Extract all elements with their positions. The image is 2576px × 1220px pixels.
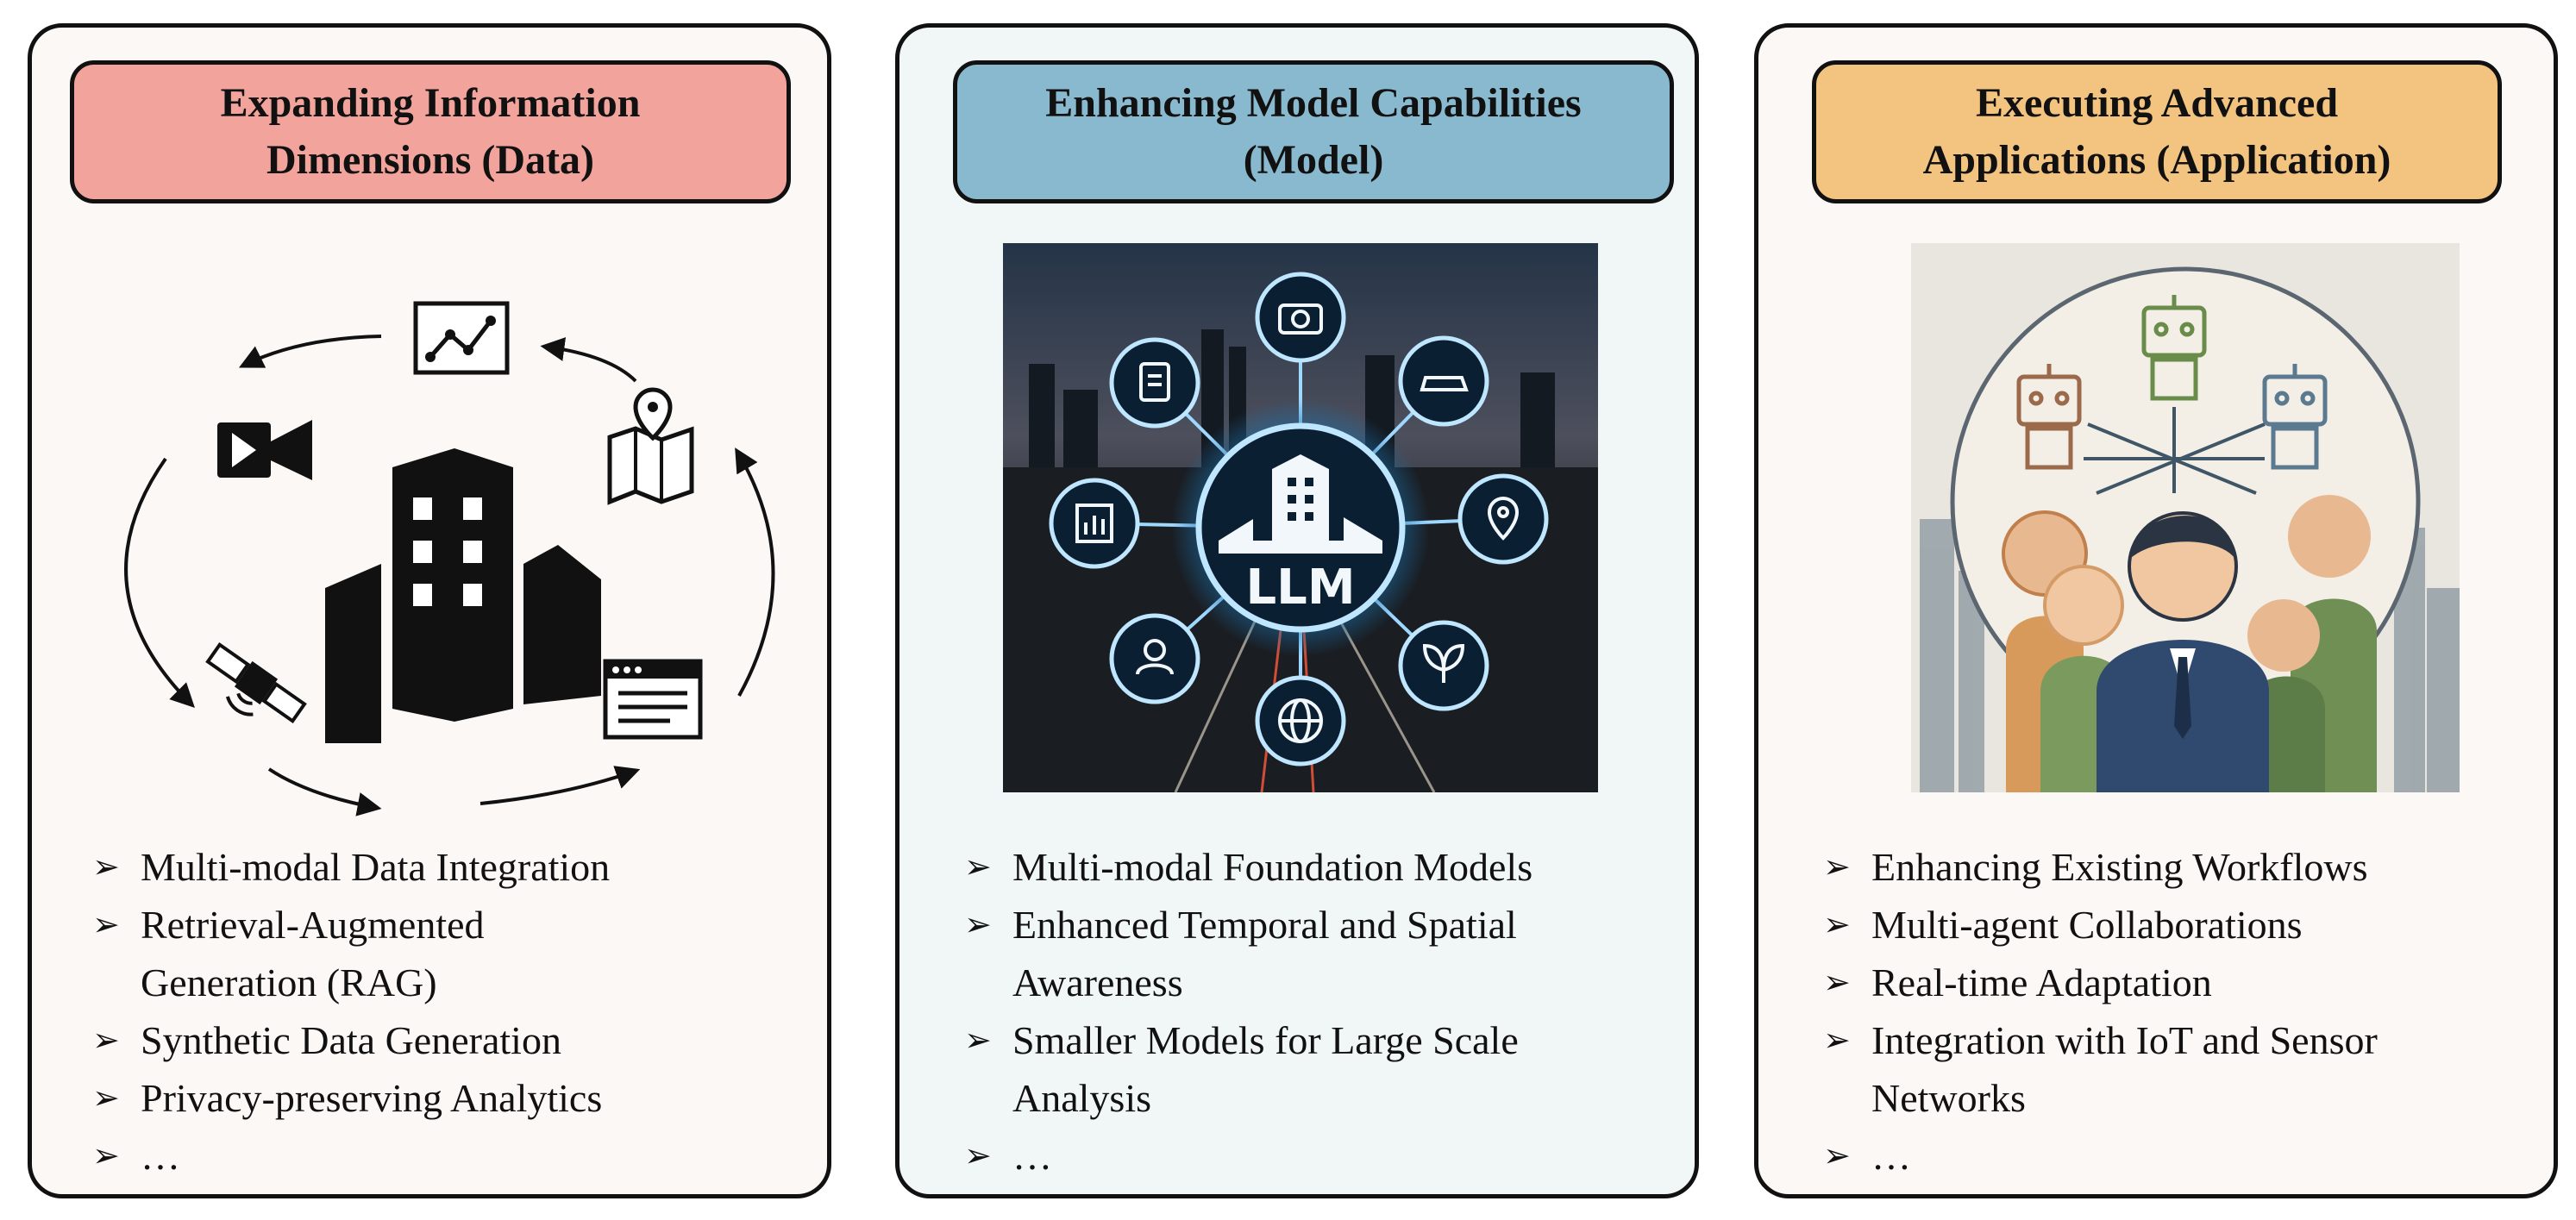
bullet-item: ➢Retrieval-Augmented (92, 903, 485, 947)
application-panel: Executing Advanced Applications (Applica… (1754, 23, 2558, 1198)
globe-icon (1278, 698, 1323, 743)
bar-chart-icon (1075, 504, 1113, 543)
data-bullet-list: ➢Multi-modal Data Integration ➢Retrieval… (92, 838, 610, 1185)
robot-icons (2016, 295, 2328, 470)
line-chart-icon (413, 301, 510, 375)
bullet-item: ➢… (964, 1134, 1052, 1178)
bullet-item: ➢Smaller Models for Large Scale (964, 1018, 1519, 1062)
user-icon (1136, 639, 1174, 675)
camera-icon (1278, 303, 1323, 335)
multi-agent-team-illustration (1911, 243, 2460, 792)
cycle-arrows (124, 335, 775, 816)
model-panel: Enhancing Model Capabilities (Model) (895, 23, 1699, 1198)
bullet-item: ➢Multi-agent Collaborations (1823, 903, 2303, 947)
data-panel: Expanding Information Dimensions (Data) (28, 23, 831, 1198)
bullet-item: ➢Multi-modal Foundation Models (964, 845, 1533, 889)
bullet-item-continuation: Networks (1871, 1076, 2026, 1120)
bullet-item: ➢Enhanced Temporal and Spatial (964, 903, 1517, 947)
robot-icon (2262, 364, 2328, 470)
bullet-item-continuation: Analysis (1012, 1076, 1151, 1120)
leaf-icon (1422, 643, 1465, 683)
city-backdrop (1920, 519, 2460, 792)
document-icon (1139, 362, 1170, 402)
data-title-line-2: Dimensions (Data) (266, 137, 594, 183)
data-cycle-illustration (124, 301, 775, 816)
bullet-item: ➢Enhancing Existing Workflows (1823, 845, 2368, 889)
building-icon (325, 448, 601, 743)
bullet-item: ➢Integration with IoT and Sensor (1823, 1018, 2378, 1062)
bullet-item: ➢Multi-modal Data Integration (92, 845, 611, 889)
browser-window-icon (603, 659, 703, 740)
robot-icon (2141, 295, 2207, 401)
car-icon (1420, 376, 1469, 391)
people-group (2002, 495, 2377, 792)
application-title-line-1: Executing Advanced (1975, 80, 2339, 126)
application-title-line-2: Applications (Application) (1922, 137, 2391, 183)
bullet-item: ➢Synthetic Data Generation (92, 1018, 561, 1062)
bullet-item: ➢Real-time Adaptation (1823, 960, 2212, 1004)
location-pin-icon (1487, 496, 1520, 541)
video-camera-icon (217, 420, 312, 480)
application-bullet-list: ➢Enhancing Existing Workflows ➢Multi-age… (1823, 838, 2378, 1185)
bullet-item: ➢… (92, 1134, 180, 1178)
model-panel-title: Enhancing Model Capabilities (Model) (953, 60, 1674, 203)
model-bullet-list: ➢Multi-modal Foundation Models ➢Enhanced… (964, 838, 1532, 1185)
satellite-icon (205, 641, 307, 724)
model-title-line-2: (Model) (1243, 137, 1384, 183)
application-panel-title: Executing Advanced Applications (Applica… (1812, 60, 2502, 203)
model-title-line-1: Enhancing Model Capabilities (1045, 80, 1582, 126)
map-pin-icon (607, 387, 694, 505)
data-title-line-1: Expanding Information (220, 80, 641, 126)
llm-hub-icon: LLM (1195, 422, 1406, 633)
robot-icon (2016, 364, 2082, 470)
bullet-item-continuation: Awareness (1012, 960, 1183, 1004)
llm-hub-illustration: LLM (1003, 243, 1598, 792)
llm-label: LLM (1245, 560, 1355, 616)
bullet-item-continuation: Generation (RAG) (141, 960, 437, 1004)
bullet-item: ➢… (1823, 1134, 1911, 1178)
data-panel-title: Expanding Information Dimensions (Data) (70, 60, 791, 203)
bullet-item: ➢Privacy-preserving Analytics (92, 1076, 603, 1120)
connection-arrows (2084, 407, 2266, 495)
